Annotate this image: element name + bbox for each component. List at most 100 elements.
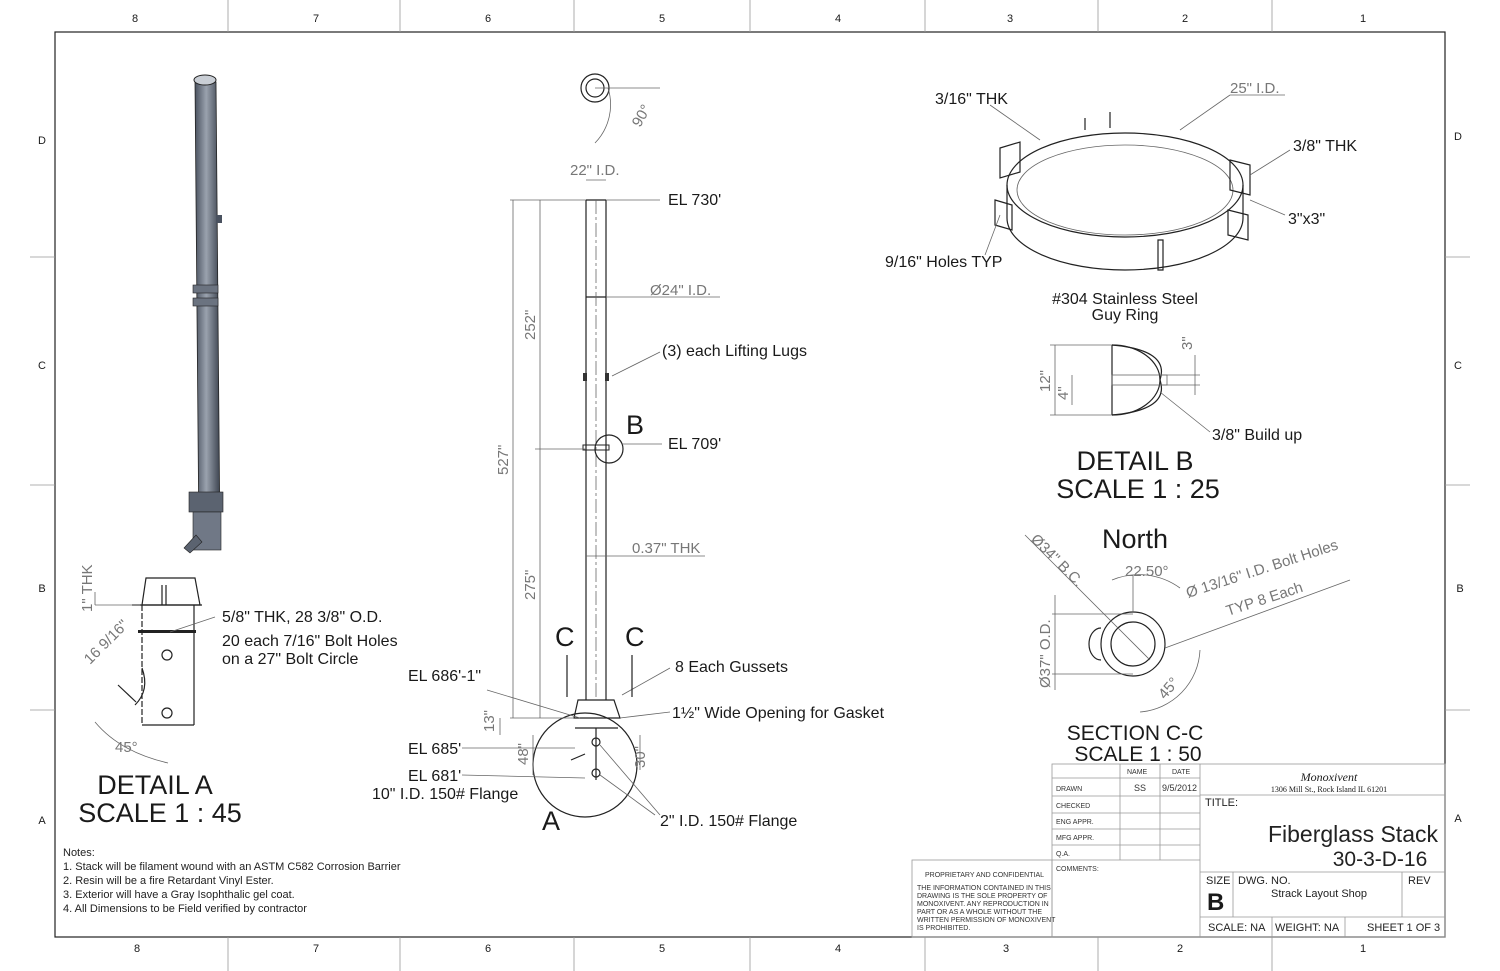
lifting-lugs: (3) each Lifting Lugs xyxy=(662,343,807,360)
scale-field: SCALE: NA xyxy=(1208,922,1266,934)
wall-thk: 0.37" THK xyxy=(632,540,700,557)
proprietary-notice: PROPRIETARY AND CONFIDENTIAL THE INFORMA… xyxy=(911,859,1056,938)
proprietary-line: PART OR AS A WHOLE WITHOUT THE xyxy=(917,909,1042,916)
guy-ring-holes: 9/16" Holes TYP xyxy=(885,254,1002,271)
notes-heading: Notes: xyxy=(63,847,95,859)
proprietary-line: THE INFORMATION CONTAINED IN THIS xyxy=(917,885,1051,892)
dim-13: 13" xyxy=(481,710,498,732)
dim-30: 30" xyxy=(632,746,649,768)
detail-a-flange-line3: on a 27" Bolt Circle xyxy=(222,651,359,668)
isometric-stack xyxy=(183,74,224,554)
section-cc-bc: Ø34" B.C. xyxy=(1027,531,1086,590)
comments-label: COMMENTS: xyxy=(1056,866,1099,873)
section-c-callout-right: C xyxy=(625,622,645,652)
zone-col-1: 1 xyxy=(1360,943,1366,955)
section-cc-angle-22: 22.50° xyxy=(1125,563,1169,580)
zone-row-c: C xyxy=(1454,360,1462,372)
company-name: Monoxivent xyxy=(1300,770,1358,784)
sheet-field: SHEET 1 OF 3 xyxy=(1367,922,1440,934)
detail-a-thk-1: 1" THK xyxy=(79,564,96,612)
el-709: EL 709' xyxy=(668,436,721,453)
zone-col-4: 4 xyxy=(835,943,841,955)
note-item: 1. Stack will be filament wound with an … xyxy=(63,861,401,873)
zone-col-6: 6 xyxy=(485,13,491,25)
proprietary-line: MONOXIVENT. ANY REPRODUCTION IN xyxy=(917,901,1049,908)
zone-row-a: A xyxy=(1454,813,1462,825)
detail-a-angle: 45° xyxy=(115,739,138,756)
guy-ring-view xyxy=(984,94,1291,271)
drawn-date: 9/5/2012 xyxy=(1162,783,1197,793)
flange-10: 10" I.D. 150# Flange xyxy=(372,786,518,803)
detail-b-view xyxy=(1050,344,1211,433)
proprietary-line: WRITTEN PERMISSION OF MONOXIVENT xyxy=(917,917,1056,924)
zone-col-2: 2 xyxy=(1182,13,1188,25)
top-view-angle: 90° xyxy=(629,102,655,130)
detail-b-callout: B xyxy=(626,410,644,440)
row-label-checked: CHECKED xyxy=(1056,803,1090,810)
rev-label: REV xyxy=(1408,875,1431,887)
detail-b-title: DETAIL B xyxy=(1076,446,1193,476)
proprietary-heading: PROPRIETARY AND CONFIDENTIAL xyxy=(925,872,1044,879)
zone-col-8: 8 xyxy=(134,943,140,955)
notes: Notes: 1. Stack will be filament wound w… xyxy=(63,847,401,915)
drawn-name: SS xyxy=(1134,783,1146,793)
guy-ring-thk-316: 3/16" THK xyxy=(935,91,1008,108)
dim-48: 48" xyxy=(515,743,532,765)
id-top: 22" I.D. xyxy=(570,162,620,179)
row-label-eng: ENG APPR. xyxy=(1056,819,1094,826)
dwg-no: Strack Layout Shop xyxy=(1271,888,1367,900)
detail-a-scale: SCALE 1 : 45 xyxy=(78,798,242,828)
zone-labels-top: 8 7 6 5 4 3 2 1 xyxy=(132,13,1366,25)
col-date-header: DATE xyxy=(1172,769,1190,776)
zone-col-5: 5 xyxy=(659,943,665,955)
zone-row-b: B xyxy=(1456,583,1463,595)
zone-row-d: D xyxy=(38,135,46,147)
section-cc-title: SECTION C-C xyxy=(1067,722,1204,745)
zone-col-7: 7 xyxy=(313,13,319,25)
dim-275: 275" xyxy=(522,570,539,600)
zone-labels-side: D C B A D C B A xyxy=(38,131,1464,827)
section-cc-angle-45: 45° xyxy=(1155,674,1183,702)
section-cc-od: Ø37" O.D. xyxy=(1037,619,1054,688)
title-label: TITLE: xyxy=(1205,797,1238,809)
zone-row-c: C xyxy=(38,360,46,372)
dim-527: 527" xyxy=(495,445,512,475)
section-c-callout-left: C xyxy=(555,622,575,652)
zone-col-1: 1 xyxy=(1360,13,1366,25)
col-name-header: NAME xyxy=(1127,769,1148,776)
guy-ring-angle: 3"x3" xyxy=(1288,211,1325,228)
gussets: 8 Each Gussets xyxy=(675,659,788,676)
zone-col-3: 3 xyxy=(1003,943,1009,955)
zone-col-3: 3 xyxy=(1007,13,1013,25)
dim-252: 252" xyxy=(522,310,539,340)
guy-ring-caption-1: #304 Stainless Steel xyxy=(1052,291,1198,308)
note-item: 4. All Dimensions to be Field verified b… xyxy=(63,903,307,915)
note-item: 3. Exterior will have a Gray Isophthalic… xyxy=(63,889,295,901)
guy-ring-thk-38: 3/8" THK xyxy=(1293,138,1357,155)
zone-row-d: D xyxy=(1454,131,1462,143)
proprietary-line: IS PROHIBITED. xyxy=(917,925,970,932)
title-block xyxy=(1051,763,1446,938)
section-cc-scale: SCALE 1 : 50 xyxy=(1074,743,1201,766)
zone-col-5: 5 xyxy=(659,13,665,25)
zone-markers xyxy=(30,0,1470,971)
zone-row-a: A xyxy=(38,815,46,827)
company-address: 1306 Mill St., Rock Island IL 61201 xyxy=(1271,785,1387,794)
el-730: EL 730' xyxy=(668,192,721,209)
detail-b-dim-3: 3" xyxy=(1179,336,1196,350)
gasket-opening: 1½" Wide Opening for Gasket xyxy=(672,705,885,722)
row-label-mfg: MFG APPR. xyxy=(1056,835,1094,842)
section-cc-view xyxy=(1024,534,1351,713)
zone-col-6: 6 xyxy=(485,943,491,955)
zone-row-b: B xyxy=(38,583,45,595)
size-label: SIZE xyxy=(1206,875,1230,887)
dia-24: Ø24" I.D. xyxy=(650,282,711,299)
detail-a-dim-16: 16 9/16" xyxy=(81,617,132,668)
detail-a-title: DETAIL A xyxy=(97,770,213,800)
row-label-qa: Q.A. xyxy=(1056,851,1070,858)
detail-b-scale: SCALE 1 : 25 xyxy=(1056,474,1220,504)
drawing-title: Fiberglass Stack xyxy=(1268,821,1439,847)
zone-labels-bottom: 8 7 6 5 4 3 2 1 xyxy=(134,943,1366,955)
el-686: EL 686'-1" xyxy=(408,668,481,685)
